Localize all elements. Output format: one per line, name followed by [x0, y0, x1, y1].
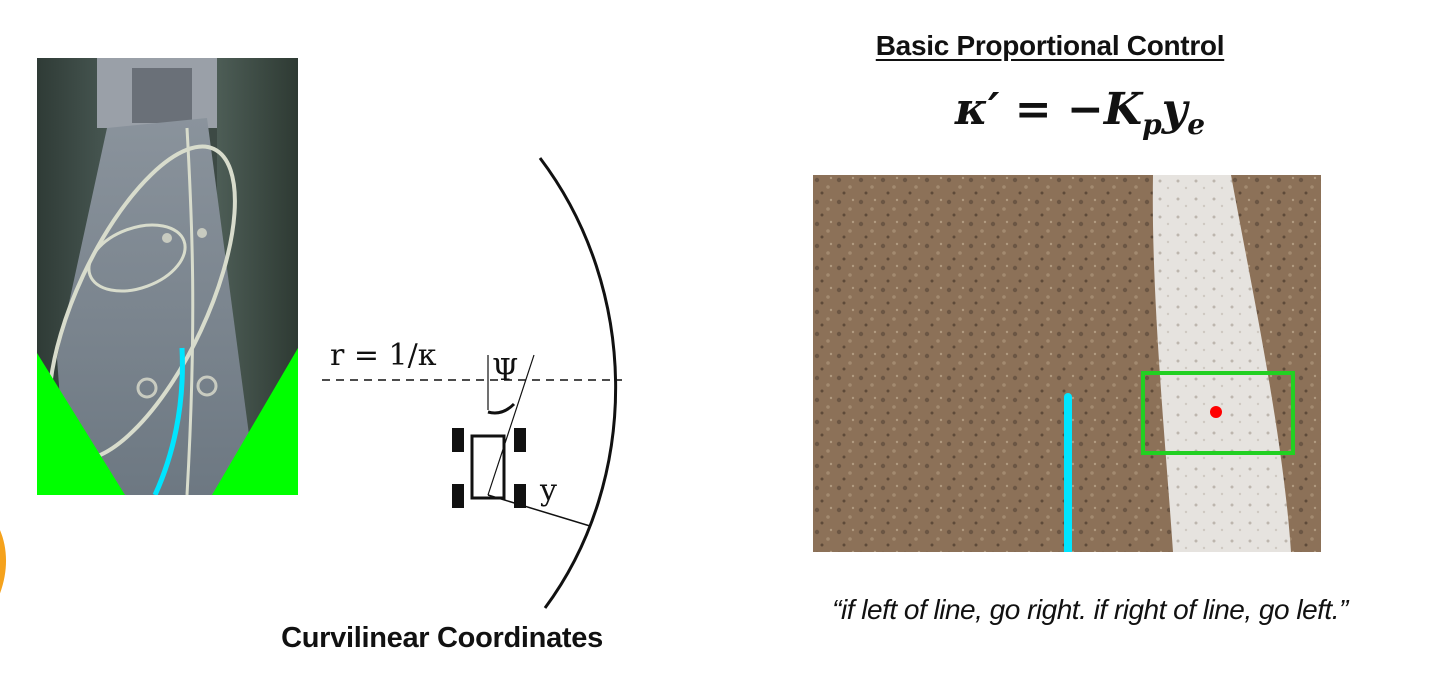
curvilinear-diagram: r = 1/κ Ψ y: [322, 157, 622, 609]
left-green-mask: [37, 353, 125, 495]
detection-box: [1141, 371, 1295, 455]
orange-accent-shape: [0, 530, 7, 695]
formula-lhs: κ′: [954, 84, 1000, 135]
cyan-detected-line: [152, 347, 185, 495]
radius-label: r = 1/κ: [330, 338, 437, 373]
dirt-track-image: [813, 175, 1321, 552]
formula-sign: −: [1067, 84, 1104, 135]
target-point: [1210, 406, 1222, 418]
offset-line: [487, 494, 591, 527]
control-rule-quote: “if left of line, go right. if right of …: [832, 594, 1348, 625]
formula-equals: =: [1014, 84, 1052, 135]
proportional-control-title: Basic Proportional Control: [875, 30, 1225, 61]
heading-label: Ψ: [492, 353, 518, 388]
path-arc: [538, 157, 618, 609]
formula-k: K: [1103, 84, 1143, 135]
curvilinear-caption: Curvilinear Coordinates: [281, 622, 603, 654]
formula-y-sub: e: [1187, 108, 1206, 141]
offset-label: y: [539, 473, 557, 508]
car-icon: [452, 428, 526, 508]
formula-k-sub: p: [1142, 108, 1162, 141]
sidewalk-camera-image: [37, 58, 298, 495]
control-formula: κ′ = −Kpye: [880, 84, 1280, 141]
right-green-mask: [212, 348, 298, 495]
formula-y: y: [1161, 84, 1188, 135]
